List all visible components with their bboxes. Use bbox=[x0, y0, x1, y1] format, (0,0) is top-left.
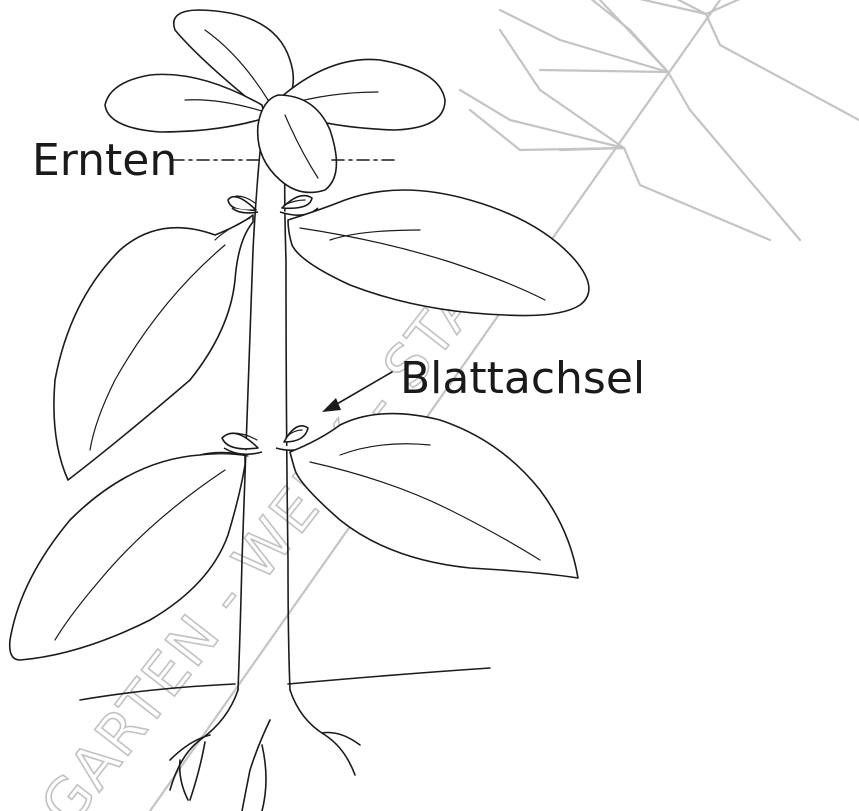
lower-right-leaf bbox=[290, 414, 578, 578]
watermark-branch-middle bbox=[500, 0, 800, 240]
harvest-label: Ernten bbox=[32, 135, 177, 186]
upper-axil-buds bbox=[228, 196, 318, 216]
watermark-branch-lower bbox=[460, 30, 770, 240]
watermark-branch-top bbox=[600, 0, 859, 120]
leaf-axil-label: Blattachsel bbox=[400, 353, 645, 404]
roots bbox=[170, 690, 360, 811]
upper-right-leaf bbox=[288, 190, 589, 316]
